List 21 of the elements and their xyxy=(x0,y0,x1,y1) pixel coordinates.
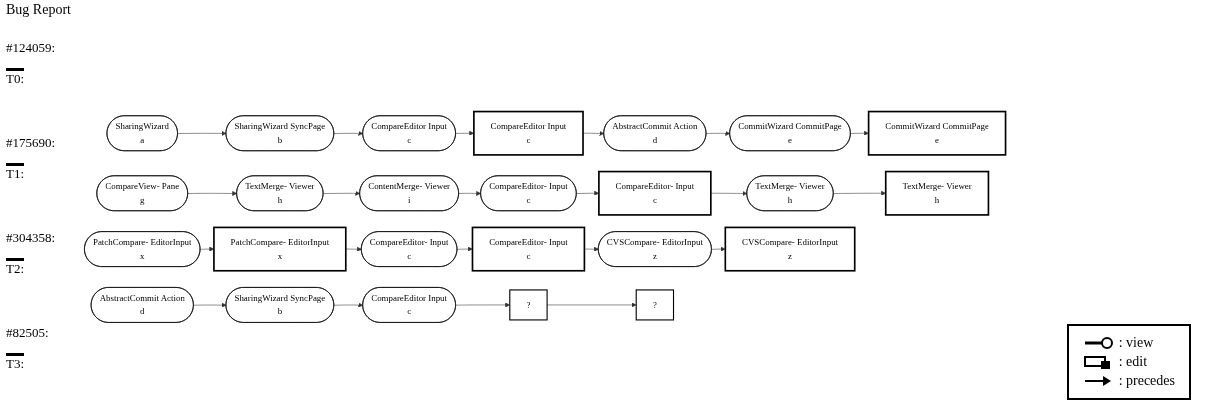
thread-label: T2: xyxy=(6,258,25,277)
node-box: ? xyxy=(635,289,675,321)
legend-label: : view xyxy=(1118,335,1154,351)
bug-id-label: #82505: xyxy=(6,325,49,341)
node-box: CompareEditor Input c xyxy=(473,110,584,156)
thread-label: T0: xyxy=(6,68,25,87)
bug-id-label: #304358: xyxy=(6,230,56,246)
thread-label: T1: xyxy=(6,163,25,182)
bug-id-label: #124059: xyxy=(6,40,56,56)
node-box: ? xyxy=(509,289,548,321)
node-box: CompareEditor- Input c xyxy=(471,226,586,272)
legend-label: : precedes xyxy=(1118,373,1175,389)
bug-id-label: #175690: xyxy=(6,135,56,151)
node-box: CommitWizard CommitPage e xyxy=(867,110,1007,156)
node-box: CompareEditor- Input c xyxy=(598,170,712,216)
node-box: PatchCompare- EditorInput x xyxy=(213,226,347,272)
node-box: CVSCompare- EditorInput z xyxy=(724,226,856,272)
thread-label: T3: xyxy=(6,353,25,372)
title: Bug Report xyxy=(6,2,71,18)
legend-label: : edit xyxy=(1118,354,1148,370)
node-box: TextMerge- Viewer h xyxy=(884,170,990,216)
